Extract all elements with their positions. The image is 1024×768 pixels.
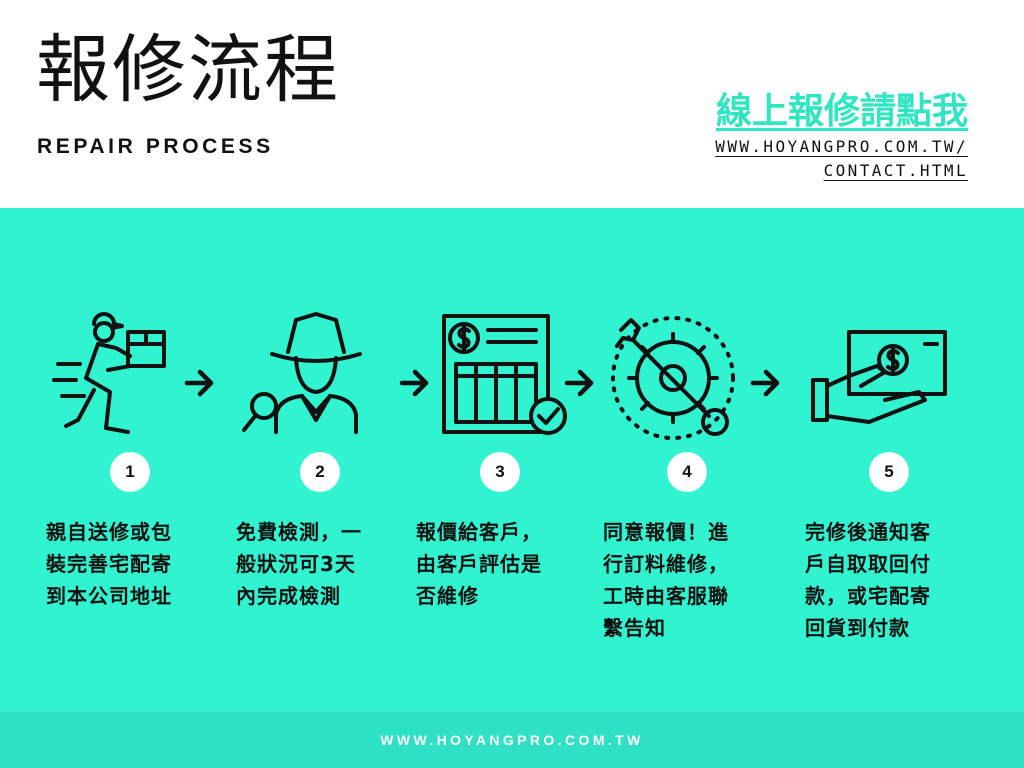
online-repair-link[interactable]: 線上報修請點我: [715, 91, 968, 132]
process-step-3: 3 報價給客戶， 由客戶評估是 否維修: [416, 208, 586, 712]
step-number-5: 5: [869, 452, 909, 492]
page-title: 報修流程: [36, 27, 340, 113]
hand-payment-icon: [805, 308, 975, 448]
step-description-1: 親自送修或包 裝完善宅配寄 到本公司地址: [46, 520, 172, 608]
footer: WWW.HOYANGPRO.COM.TW: [0, 712, 1024, 768]
arrow-right-icon: [398, 368, 432, 398]
step-number-3: 3: [480, 452, 520, 492]
contact-url-link[interactable]: WWW.HOYANGPRO.COM.TW/ CONTACT.HTML: [715, 137, 968, 180]
wrench-gear-icon: [603, 308, 773, 448]
process-step-4: 4 同意報價！進 行訂料維修， 工時由客服聯 繫告知: [603, 208, 773, 712]
step-description-2: 免費檢測，一 般狀況可3天 內完成檢測: [236, 520, 362, 608]
step-description-4: 同意報價！進 行訂料維修， 工時由客服聯 繫告知: [603, 520, 729, 640]
footer-website-url: WWW.HOYANGPRO.COM.TW: [380, 732, 644, 748]
step-description-3: 報價給客戶， 由客戶評估是 否維修: [416, 520, 542, 608]
invoice-quote-icon: [416, 308, 586, 448]
process-panel: 1 親自送修或包 裝完善宅配寄 到本公司地址 2 免費檢測，一 般狀況可3天 內…: [0, 208, 1024, 712]
step-description-5: 完修後通知客 戶自取取回付 款，或宅配寄 回貨到付款: [805, 520, 931, 640]
process-step-5: 5 完修後通知客 戶自取取回付 款，或宅配寄 回貨到付款: [805, 208, 975, 712]
arrow-right-icon: [749, 368, 783, 398]
header: 報修流程 REPAIR PROCESS 線上報修請點我 WWW.HOYANGPR…: [0, 0, 1024, 208]
step-number-1: 1: [110, 452, 150, 492]
step-number-4: 4: [667, 452, 707, 492]
step-number-2: 2: [300, 452, 340, 492]
arrow-right-icon: [563, 368, 597, 398]
process-step-1: 1 親自送修或包 裝完善宅配寄 到本公司地址: [46, 208, 216, 712]
detective-inspector-icon: [236, 308, 406, 448]
process-step-2: 2 免費檢測，一 般狀況可3天 內完成檢測: [236, 208, 406, 712]
delivery-courier-icon: [46, 308, 216, 448]
arrow-right-icon: [183, 368, 217, 398]
page-subtitle: REPAIR PROCESS: [37, 135, 274, 158]
